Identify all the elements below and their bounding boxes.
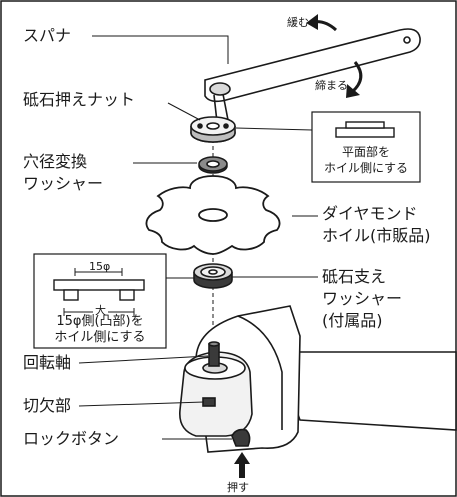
support-washer-illustration — [193, 263, 233, 289]
lock-nut-label: 砥石押えナット — [23, 90, 136, 109]
adapter-washer-label-line1: 穴径変換 — [23, 152, 88, 171]
flat-side-note-leader — [235, 127, 313, 131]
adapter-washer-illustration — [198, 156, 228, 174]
support-washer-label-line1: 砥石支え — [322, 267, 387, 286]
tighten-label: 締まる — [315, 79, 348, 92]
support-washer-label-line2: ワッシャー — [322, 289, 403, 308]
spanner-illustration — [204, 28, 421, 123]
spanner-label: スパナ — [23, 26, 72, 45]
spanner-leader — [92, 35, 229, 64]
support-washer-label-line3: (付属品) — [322, 311, 383, 330]
boss-side-washer-sketch — [53, 279, 145, 301]
flat-side-nut-sketch — [335, 121, 395, 138]
spindle-label: 回転軸 — [23, 353, 72, 372]
push-label: 押す — [227, 481, 249, 494]
spindle-leader — [78, 355, 209, 364]
wheel-label-line2: ホイル(市販品) — [322, 226, 431, 245]
adapter-washer-label-line2: ワッシャー — [23, 174, 104, 193]
diamond-wheel-illustration — [145, 175, 281, 255]
lock-nut-illustration — [190, 116, 236, 143]
boss-side-note-box — [33, 253, 167, 349]
grinder-body-illustration — [179, 305, 457, 453]
flat-side-note-line2: ホイル側にする — [323, 161, 409, 175]
tighten-arrow — [350, 61, 363, 94]
loosen-label: 緩む — [287, 16, 309, 29]
lock-nut-leader — [167, 102, 201, 121]
boss-side-note-line2: ホイル側にする — [54, 330, 146, 345]
tighten-arrowhead — [346, 84, 360, 98]
notch-leader — [78, 401, 205, 407]
loosen-arrowhead — [306, 14, 318, 30]
dim-15-arrow — [74, 268, 123, 276]
flat-side-note-line1: 平面部を — [341, 145, 390, 159]
push-arrow — [234, 452, 250, 478]
wheel-label-line1: ダイヤモンド — [322, 204, 418, 223]
boss-side-note-line1: 15φ側(凸部)を — [56, 314, 144, 329]
dim-large-label: 大 — [93, 304, 108, 317]
lock-button-label: ロックボタン — [23, 429, 120, 448]
notch-label: 切欠部 — [23, 396, 72, 415]
dim-15-label: 15φ — [89, 260, 111, 273]
